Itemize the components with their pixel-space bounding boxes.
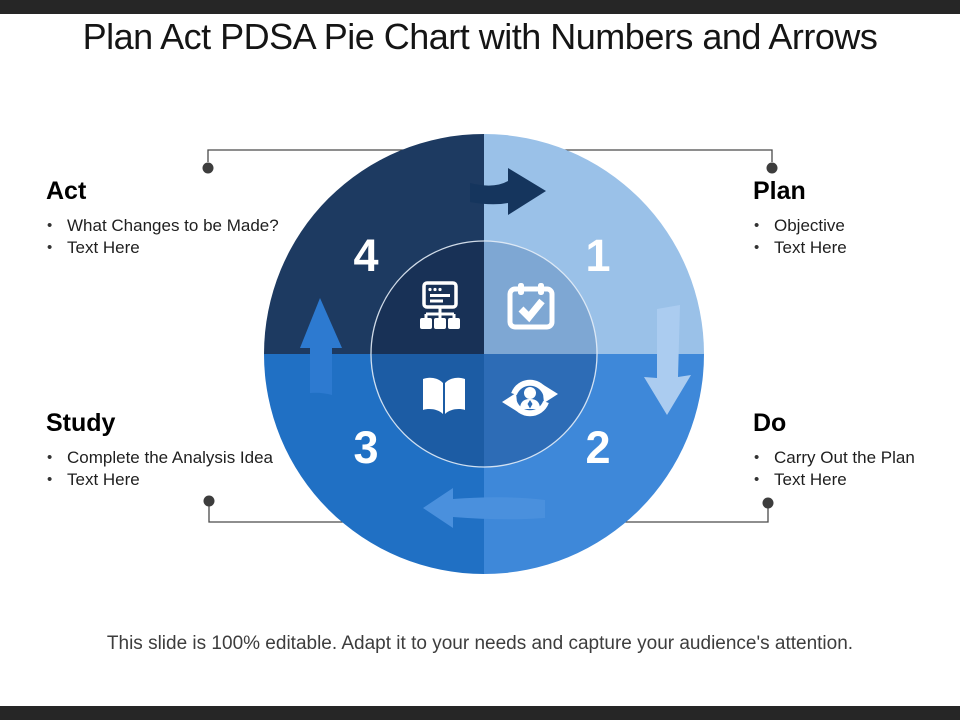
bullet-item: Carry Out the Plan: [753, 447, 960, 469]
connector-act: [207, 149, 484, 162]
bullet-list-act: What Changes to be Made? Text Here: [46, 215, 336, 259]
segment-number-study: 3: [353, 422, 379, 473]
bullet-item: Complete the Analysis Idea: [46, 447, 336, 469]
pie-shapes: [264, 134, 704, 574]
label-block-plan: Plan Objective Text Here: [753, 177, 960, 259]
flow-arrow-left: [300, 298, 342, 395]
label-block-do: Do Carry Out the Plan Text Here: [753, 409, 960, 491]
bullet-item: Text Here: [753, 469, 960, 491]
label-block-act: Act What Changes to be Made? Text Here: [46, 177, 336, 259]
bullet-list-study: Complete the Analysis Idea Text Here: [46, 447, 336, 491]
bullet-list-do: Carry Out the Plan Text Here: [753, 447, 960, 491]
flow-arrow-top: [470, 168, 546, 215]
connector-plan: [484, 149, 773, 162]
editable-note: This slide is 100% editable. Adapt it to…: [106, 633, 854, 654]
connector-dot-plan: [766, 162, 778, 174]
bullet-list-plan: Objective Text Here: [753, 215, 960, 259]
calendar-check-icon: [507, 283, 555, 330]
bullet-item: Text Here: [46, 469, 336, 491]
bottom-accent-bar: [0, 706, 960, 720]
connector-dot-do: [762, 497, 774, 509]
slide-title: Plan Act PDSA Pie Chart with Numbers and…: [82, 16, 878, 57]
segment-heading-act: Act: [46, 177, 87, 205]
label-block-study: Study Complete the Analysis Idea Text He…: [46, 409, 336, 491]
flow-arrow-bottom: [423, 488, 545, 528]
bullet-item: Objective: [753, 215, 960, 237]
bullet-item: What Changes to be Made?: [46, 215, 336, 237]
segment-heading-study: Study: [46, 409, 116, 437]
connector-dot-act: [202, 162, 214, 174]
sitemap-icon: [420, 281, 460, 329]
top-accent-bar: [0, 0, 960, 14]
bullet-item: Text Here: [46, 237, 336, 259]
segment-heading-do: Do: [753, 409, 787, 437]
bullet-item: Text Here: [753, 237, 960, 259]
sync-person-icon: [502, 379, 558, 417]
inner-circle-ring: [370, 240, 598, 468]
segment-number-do: 2: [585, 422, 611, 473]
pdsa-pie-chart: 1 2 3 4: [264, 134, 704, 574]
segment-number-act: 4: [353, 230, 379, 281]
segment-heading-plan: Plan: [753, 177, 806, 205]
segment-number-plan: 1: [585, 230, 611, 281]
connector-dot-study: [203, 495, 215, 507]
flow-arrow-right: [644, 305, 691, 415]
open-book-icon: [423, 377, 465, 414]
